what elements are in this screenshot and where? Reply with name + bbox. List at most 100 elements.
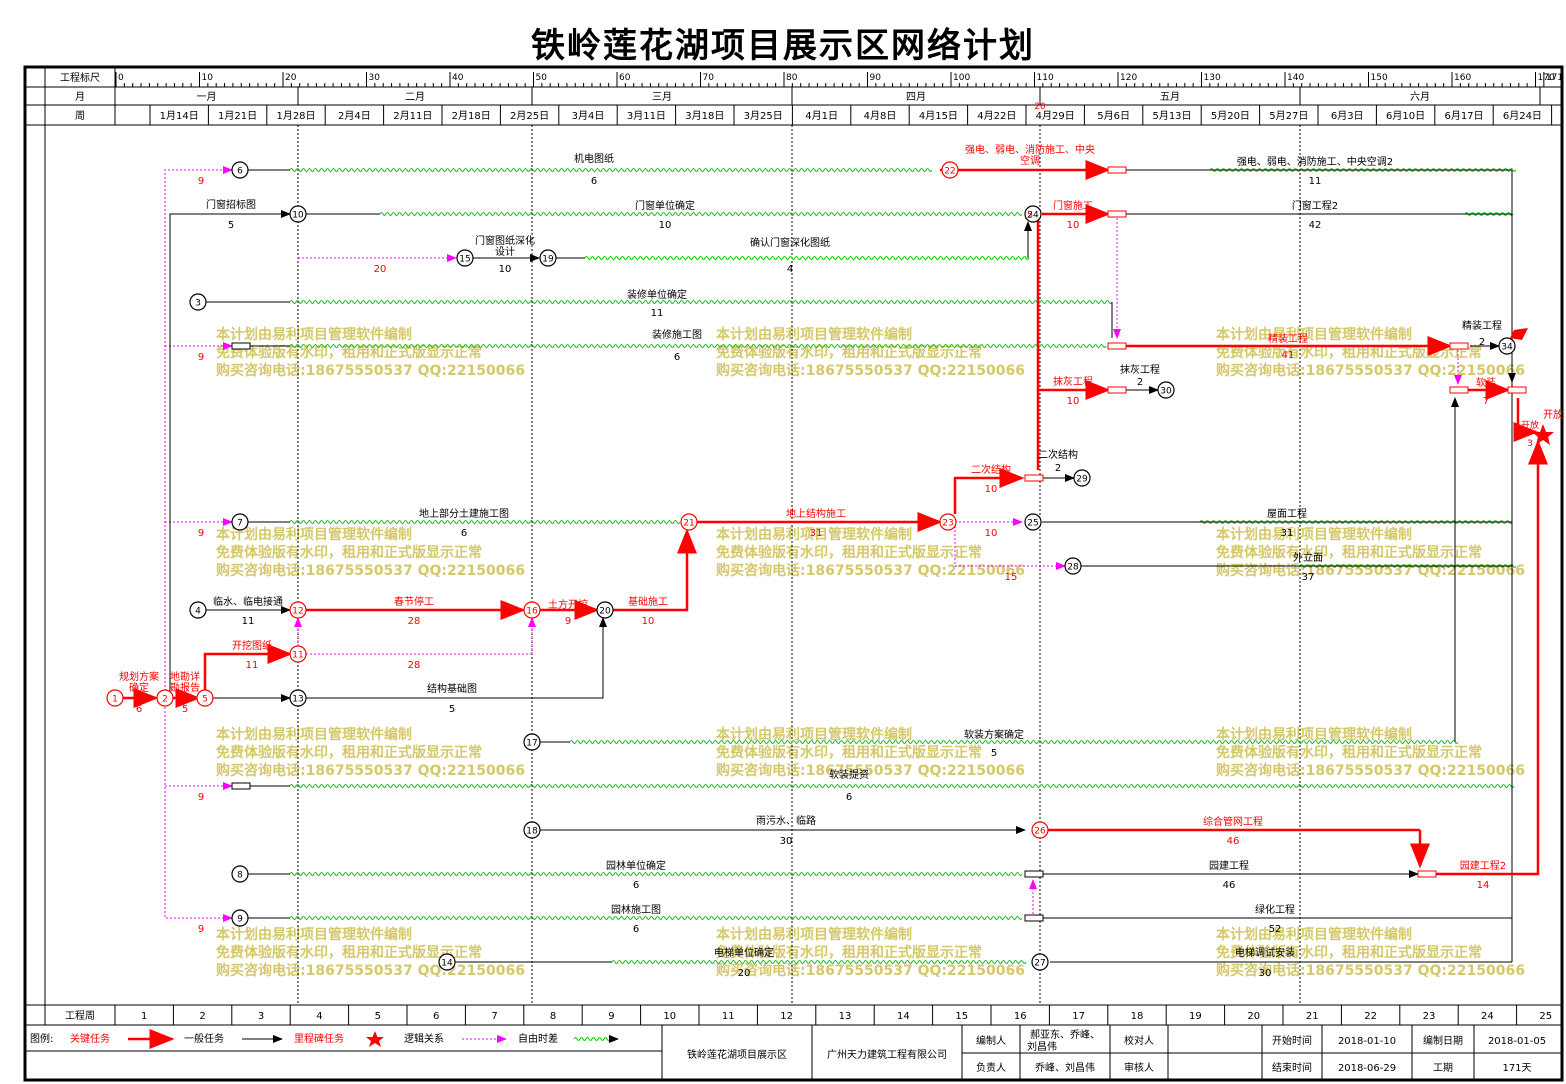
scale-tick: 20 <box>285 73 297 83</box>
scale-tick: 30 <box>369 73 381 83</box>
task-name: 开放 <box>1543 408 1563 421</box>
float-label: 9 <box>198 352 204 363</box>
scale-tick: 50 <box>536 73 548 83</box>
scale-label: 工程标尺 <box>60 72 100 84</box>
time-scale-header <box>25 67 1562 1026</box>
task-name: 软装提资 <box>829 768 869 781</box>
footer-week: 15 <box>955 1011 968 1022</box>
task-name: 门窗施工 <box>1053 199 1093 212</box>
task-duration: 6 <box>674 352 680 363</box>
watermark-text: 免费体验版有水印，租用和正式版显示正常 <box>716 744 982 761</box>
network-node <box>289 601 307 619</box>
watermark-text: 购买咨询电话:18675550537 QQ:22150066 <box>216 762 525 779</box>
month-cell: 一月 <box>197 91 217 103</box>
week-cell: 1月14日 <box>160 110 199 122</box>
footer-week: 24 <box>1481 1011 1494 1022</box>
node-number: 21 <box>683 519 694 529</box>
footer-week: 2 <box>199 1011 205 1022</box>
task-name: 精装工程 <box>1268 332 1308 345</box>
task-name: 电梯调试安装 <box>1235 946 1295 959</box>
watermark-text: 购买咨询电话:18675550537 QQ:22150066 <box>216 562 525 579</box>
watermark-text: 本计划由易利项目管理软件编制 <box>1216 526 1412 543</box>
node-number: 26 <box>1034 827 1046 837</box>
footer-week: 12 <box>780 1011 793 1022</box>
task-name: 二次结构 <box>971 463 1011 476</box>
network-node <box>1498 337 1516 355</box>
task-name: 地上部分土建施工图 <box>419 507 509 520</box>
task-duration: 5 <box>991 748 997 759</box>
milestone-box <box>1107 210 1127 218</box>
network-node <box>523 733 541 751</box>
week-dividers <box>297 125 1301 1005</box>
compile-date-value: 2018-01-05 <box>1488 1036 1546 1047</box>
start-value: 2018-01-10 <box>1338 1036 1396 1047</box>
legend-star-icon <box>366 1031 384 1047</box>
node-number: 13 <box>292 695 303 705</box>
task-duration: 30 <box>780 836 793 847</box>
float-label: 9 <box>198 792 204 803</box>
float-label: 9 <box>198 176 204 187</box>
milestone-box <box>1107 166 1127 174</box>
week-cell: 3月18日 <box>685 110 724 122</box>
node-number: 30 <box>1160 387 1172 397</box>
watermark-text: 本计划由易利项目管理软件编制 <box>716 726 912 743</box>
task-name: 机电图纸 <box>574 152 614 165</box>
scale-tick: 90 <box>870 73 882 83</box>
task-duration: 9 <box>565 616 571 627</box>
week-cell: 4月1日 <box>805 110 838 122</box>
task-name: 园建工程 <box>1209 859 1249 872</box>
week-label: 周 <box>75 110 85 122</box>
week-cell: 4月22日 <box>977 110 1016 122</box>
week-cell: 3月25日 <box>744 110 783 122</box>
network-node <box>231 909 249 927</box>
task-duration: 5 <box>449 704 455 715</box>
watermark-text: 购买咨询电话:18675550537 QQ:22150066 <box>716 962 1025 979</box>
watermark-text: 免费体验版有水印，租用和正式版显示正常 <box>716 544 982 561</box>
compile-date-label: 编制日期 <box>1423 1034 1463 1047</box>
watermark-text: 购买咨询电话:18675550537 QQ:22150066 <box>1216 762 1525 779</box>
task-duration: 10 <box>985 484 998 495</box>
task-duration: 4 <box>787 264 793 275</box>
legend-normal: 一般任务 <box>184 1032 224 1045</box>
node-number: 2 <box>162 695 168 705</box>
node-number: 22 <box>944 167 955 177</box>
task-duration: 6 <box>633 924 639 935</box>
task-name: 抹灰工程 <box>1120 363 1160 376</box>
node-number: 16 <box>526 607 538 617</box>
node-number: 11 <box>292 651 303 661</box>
task-duration: 52 <box>1269 924 1282 935</box>
footer-week: 7 <box>491 1011 497 1022</box>
watermark-text: 免费体验版有水印，租用和正式版显示正常 <box>1216 944 1482 961</box>
network-node <box>456 249 474 267</box>
footer-week: 11 <box>722 1011 735 1022</box>
scale-tick: 0 <box>118 73 124 83</box>
network-node <box>939 513 957 531</box>
milestone-box <box>1449 386 1469 394</box>
task-duration: 20 <box>738 968 751 979</box>
footer-week: 18 <box>1131 1011 1144 1022</box>
network-node <box>1064 557 1082 575</box>
network-node <box>289 689 307 707</box>
logic-links <box>164 166 1462 922</box>
legend: 图例:关键任务一般任务里程碑任务逻辑关系自由时差铁岭莲花湖项目展示区广州天力建筑… <box>30 1028 1546 1074</box>
watermark-text: 本计划由易利项目管理软件编制 <box>216 526 412 543</box>
milestone-box <box>231 782 251 790</box>
network-node <box>231 161 249 179</box>
network-node <box>596 601 614 619</box>
start-label: 开始时间 <box>1272 1034 1312 1047</box>
scale-tick: 10 <box>202 73 214 83</box>
watermark-text: 免费体验版有水印，租用和正式版显示正常 <box>1216 544 1482 561</box>
task-duration: 28 <box>408 616 421 627</box>
task-name: 基础施工 <box>628 595 668 608</box>
network-node <box>289 205 307 223</box>
footer-week: 17 <box>1072 1011 1085 1022</box>
task-duration: 10 <box>1067 220 1080 231</box>
legend-float: 自由时差 <box>518 1032 558 1045</box>
network-node <box>106 689 124 707</box>
legend-milestone: 里程碑任务 <box>294 1032 344 1045</box>
node-number: 24 <box>1027 211 1039 221</box>
task-duration: 10 <box>499 264 512 275</box>
